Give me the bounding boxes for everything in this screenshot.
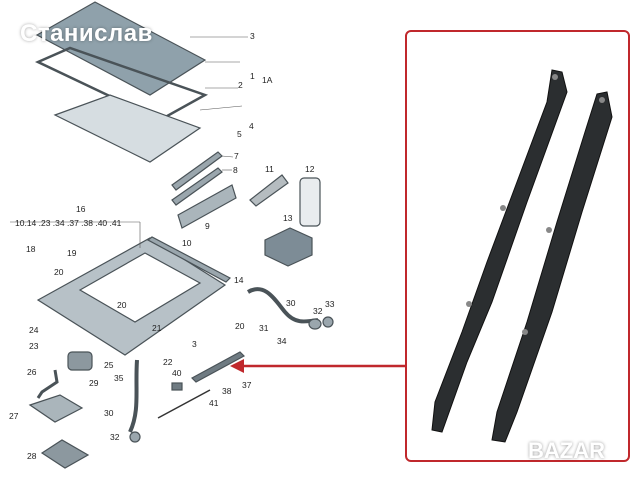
- callout-11: 11: [265, 164, 274, 174]
- callout-29: 29: [89, 378, 99, 388]
- callout-13: 13: [283, 213, 293, 223]
- rail-left: [431, 69, 568, 433]
- callout-16: 16: [76, 204, 86, 214]
- callout-27: 27: [9, 411, 19, 421]
- can-12: [299, 177, 321, 227]
- callout-33: 33: [325, 299, 335, 309]
- callout-38: 38: [222, 386, 232, 396]
- guide-38: [191, 351, 245, 383]
- callout-1: 1: [250, 71, 255, 81]
- callout-35: 35: [114, 373, 124, 383]
- cable-41: [157, 389, 211, 419]
- side-rail-10: [146, 236, 232, 283]
- callout-41: 41: [209, 398, 219, 408]
- part-photo: [431, 69, 613, 443]
- callout-40: 40: [172, 368, 182, 378]
- callout-8: 8: [233, 165, 238, 175]
- callout-19: 19: [67, 248, 77, 258]
- callout-20: 20: [54, 267, 64, 277]
- callout-30: 30: [104, 408, 114, 418]
- grommet-32b: [129, 431, 141, 443]
- rail-right: [491, 91, 613, 443]
- clip-40: [171, 382, 183, 391]
- callout-20: 20: [117, 300, 127, 310]
- bracket-28: [40, 439, 90, 469]
- callout-32: 32: [110, 432, 120, 442]
- wrench-26: [36, 369, 59, 399]
- leader-lines: [10, 36, 248, 248]
- callout-26: 26: [27, 367, 37, 377]
- frame-opening: [78, 252, 202, 323]
- callout-20: 20: [235, 321, 245, 331]
- callout-14: 14: [234, 275, 244, 285]
- callout-10-14-23-34-37-38-40-41: 10.14 .23 .34 .37 .38 .40 .41: [15, 218, 122, 228]
- callout-3: 3: [192, 339, 197, 349]
- glass-panel: [35, 1, 207, 96]
- callout-1A: 1A: [262, 75, 273, 85]
- callout-32: 32: [313, 306, 323, 316]
- cap-33: [322, 316, 334, 328]
- motor-25: [67, 351, 93, 371]
- callout-31: 31: [259, 323, 269, 333]
- bracket-27: [28, 394, 84, 423]
- guide-rail-8: [171, 167, 223, 206]
- callout-22: 22: [163, 357, 173, 367]
- callout-18: 18: [26, 244, 36, 254]
- callout-24: 24: [29, 325, 39, 335]
- grommet-32: [308, 318, 322, 330]
- tube-11: [249, 174, 289, 207]
- callout-10: 10: [182, 238, 192, 248]
- callout-3: 3: [250, 31, 255, 41]
- callout-7: 7: [234, 151, 239, 161]
- headliner-panel: [53, 94, 202, 163]
- callout-37: 37: [242, 380, 252, 390]
- red-arrow: [230, 359, 405, 373]
- box-13: [264, 227, 313, 267]
- photo-watermark: BAZAR: [528, 438, 605, 463]
- callout-2: 2: [238, 80, 243, 90]
- watermark: Станислав: [20, 20, 153, 47]
- callout-5: 5: [237, 129, 242, 139]
- callout-9: 9: [205, 221, 210, 231]
- callout-30: 30: [286, 298, 296, 308]
- callout-25: 25: [104, 360, 114, 370]
- callout-23: 23: [29, 341, 39, 351]
- rail-cover-9: [177, 184, 237, 229]
- callout-4: 4: [249, 121, 254, 131]
- drain-hose-30b: [128, 359, 139, 433]
- callout-34: 34: [277, 336, 287, 346]
- callout-21: 21: [152, 323, 162, 333]
- callout-28: 28: [27, 451, 37, 461]
- part-photo-frame: [405, 30, 630, 462]
- callout-12: 12: [305, 164, 315, 174]
- drain-hose-30: [246, 287, 319, 324]
